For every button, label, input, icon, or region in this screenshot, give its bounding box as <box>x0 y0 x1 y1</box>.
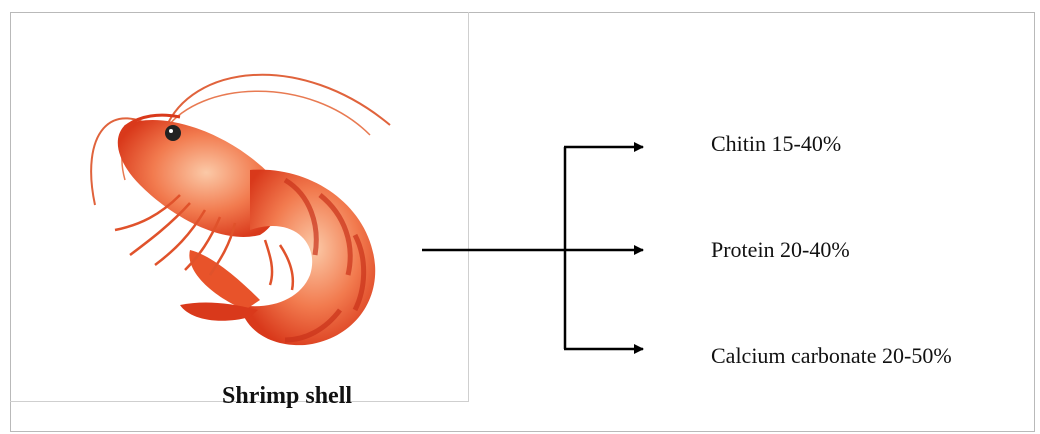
component-label-chitin: Chitin 15-40% <box>711 131 841 157</box>
component-label-protein: Protein 20-40% <box>711 237 850 263</box>
component-label-calcium-carbonate: Calcium carbonate 20-50% <box>711 343 952 369</box>
